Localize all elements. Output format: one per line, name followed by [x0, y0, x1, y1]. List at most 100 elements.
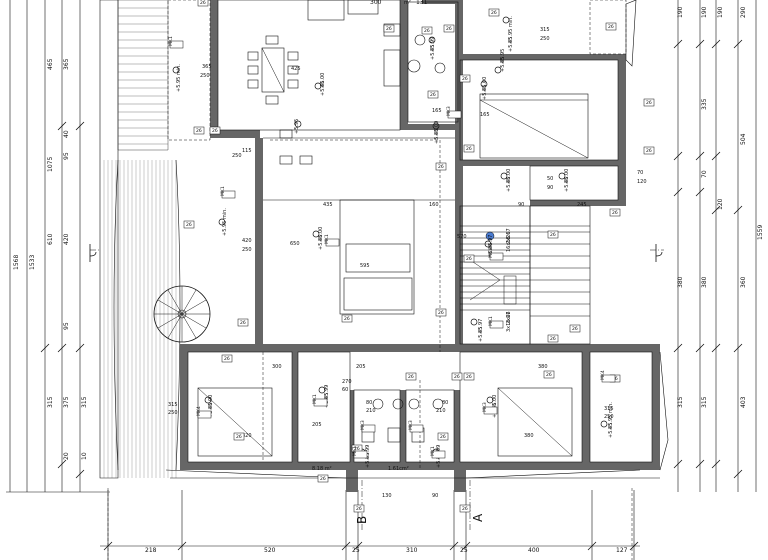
dimension-label: 131: [416, 0, 428, 6]
material-tag: 26: [608, 24, 614, 30]
level-label: +5.97: [488, 235, 494, 250]
level-label: +6.00: [320, 73, 326, 88]
material-tag-box: [183, 220, 195, 229]
room-dimension: 210: [366, 408, 376, 414]
material-tag: 26: [386, 26, 392, 32]
room-dimension: 595: [360, 263, 370, 269]
material-tag-box: [383, 24, 395, 33]
level-label: +5.85: [320, 81, 326, 96]
material-tag-box: [427, 90, 439, 99]
material-tag: 26: [466, 374, 472, 380]
material-tag-box: [443, 24, 455, 33]
room-dimension: 420: [242, 238, 252, 244]
dashed-outlines: [107, 0, 633, 560]
mk-tag: MK1: [324, 234, 330, 244]
mk-tag-box: [409, 424, 424, 433]
level-label: +5.95: [294, 119, 300, 134]
material-tag: 26: [491, 10, 497, 16]
material-tag: 26: [344, 316, 350, 322]
material-tag-box: [609, 208, 621, 217]
dimension-label: 520: [264, 547, 276, 554]
material-tag: 26: [438, 164, 444, 170]
material-tag: 26: [212, 128, 218, 134]
material-tag-box: [488, 8, 500, 17]
mk-tag: MK4: [600, 370, 606, 380]
material-tag-box: [459, 504, 471, 513]
dimension-label: 290: [740, 6, 747, 18]
level-label: +5.99: [430, 37, 436, 52]
material-tag-box: [451, 372, 463, 381]
room-dimension: 90: [518, 202, 524, 208]
mk-tag-box: [325, 238, 340, 247]
material-tag-box: [233, 432, 245, 441]
dimension-label: 190: [677, 6, 684, 18]
material-tag-box: [643, 146, 655, 155]
dimension-label: 25: [352, 547, 360, 554]
level-label: +5.95 min.: [222, 208, 228, 236]
room-dimension: 165: [480, 112, 490, 118]
material-tag: 26: [446, 26, 452, 32]
dimension-label: 610: [47, 233, 54, 245]
material-tag: 26: [550, 336, 556, 342]
material-tag-box: [193, 126, 205, 135]
material-tag-box: [405, 372, 417, 381]
level-label: +5.85: [365, 453, 371, 468]
mk-tag-box: [361, 424, 376, 433]
spiral-staircase: [153, 285, 211, 343]
level-label: +6.00: [564, 169, 570, 184]
mk-tag: MK1: [220, 186, 226, 196]
material-tag: 26: [550, 232, 556, 238]
material-tag-box: [221, 354, 233, 363]
dimension-label: 218: [145, 547, 157, 554]
room-dimension: 120: [637, 179, 647, 185]
dimension-label: 375: [63, 396, 70, 408]
room-dimension: 80: [366, 400, 372, 406]
material-tag-box: [437, 432, 449, 441]
room-dimension: 380: [538, 364, 548, 370]
material-tag-box: [209, 126, 221, 135]
dining-table: [247, 35, 313, 165]
level-label: +5.95 min.: [608, 402, 614, 430]
material-tag: 26: [612, 210, 618, 216]
material-tag: 26: [646, 100, 652, 106]
room-dimension: 250: [604, 414, 614, 420]
level-label: 2x26: [506, 311, 512, 324]
mk-tag-box: [447, 110, 462, 119]
dimension-label: 190: [717, 6, 724, 18]
material-tag: 26: [462, 506, 468, 512]
mk-tag: MK1: [312, 394, 318, 404]
kitchen-counter: [307, 0, 401, 87]
material-tag: 26: [354, 446, 360, 452]
dimension-label: 20: [63, 452, 70, 460]
material-tag: 26: [196, 128, 202, 134]
mk-tag-box: [601, 374, 616, 383]
mk-tag-box: [489, 252, 504, 261]
level-label: +5.85: [482, 85, 488, 100]
mk-tag: MK3: [446, 106, 452, 116]
level-label: +6.00: [506, 169, 512, 184]
main-staircase: [460, 231, 590, 317]
mk-tag: MK4: [196, 406, 202, 416]
mk-tag: MK1: [488, 248, 494, 258]
room-dimension: 250: [232, 153, 242, 159]
dimension-label: 504: [740, 133, 747, 145]
level-label: +5.85: [318, 235, 324, 250]
level-label: +5.85: [508, 37, 514, 52]
level-markers: [172, 16, 608, 456]
mk-tag-box: [489, 320, 504, 329]
mk-tag: MK3: [360, 420, 366, 430]
level-label: 2x26: [506, 231, 512, 244]
dimension-label: 315: [81, 396, 88, 408]
material-tag-box: [459, 74, 471, 83]
material-tag: 26: [438, 310, 444, 316]
mk-tag-box: [221, 190, 236, 199]
material-tag: 26: [440, 434, 446, 440]
room-dimension: 570: [457, 234, 467, 240]
section-marks: AB: [355, 513, 485, 524]
material-tag-box: [197, 0, 209, 7]
section-mark: B: [355, 516, 369, 524]
dimension-label: 380: [677, 276, 684, 288]
